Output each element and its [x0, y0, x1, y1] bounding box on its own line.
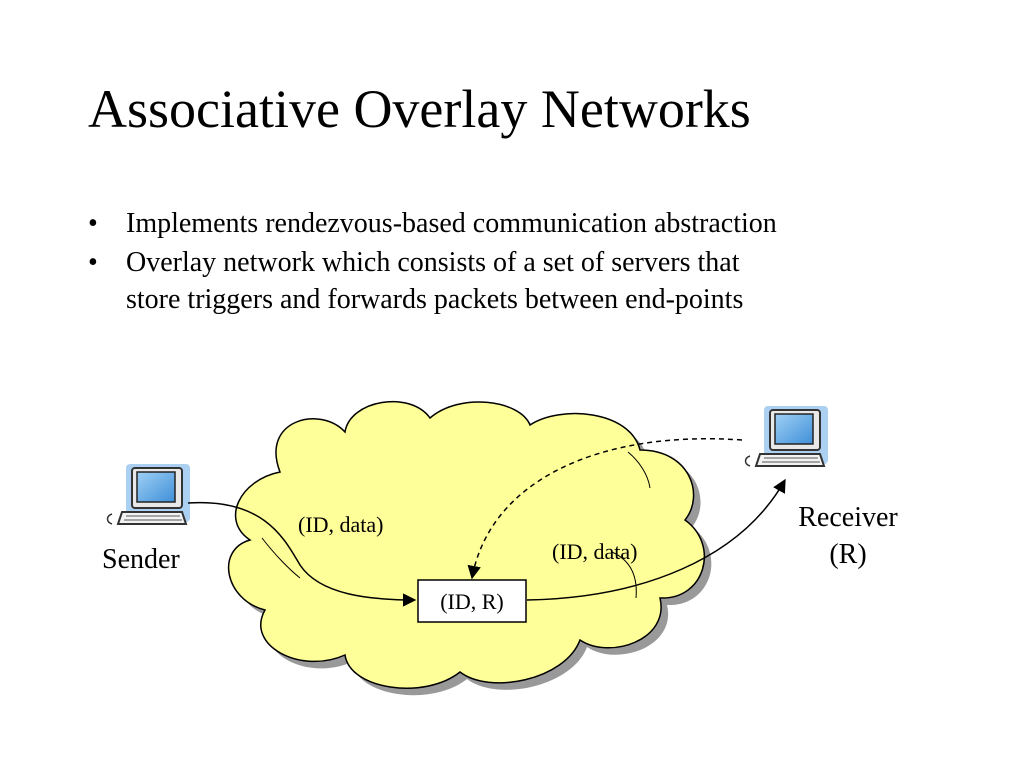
cloud-lobe-line [627, 451, 651, 489]
packet-label-leader [611, 551, 637, 599]
dashed-arrow-receiver-to-trigger [467, 438, 743, 580]
bullet-text-line: Overlay network which consists of a set … [126, 247, 740, 279]
overlay-cloud [227, 400, 706, 689]
computer-icon [744, 406, 828, 467]
trigger-label: (ID, R) [440, 589, 504, 614]
bullet-text-line: store triggers and forwards packets betw… [126, 283, 744, 315]
bullet-marker: • [88, 208, 98, 239]
arrow-trigger-to-receiver [526, 478, 786, 601]
packet-label-left: (ID, data) [298, 512, 384, 537]
bullet-item: • Overlay network which consists of a se… [88, 245, 988, 318]
receiver-label: Receiver [798, 502, 898, 533]
trigger-box [417, 579, 527, 623]
bullet-text: Implements rendezvous-based communicatio… [126, 208, 777, 239]
bullet-item: • Implements rendezvous-based communicat… [88, 206, 988, 242]
receiver-label-id: (R) [829, 539, 866, 570]
arrow-sender-to-trigger [187, 501, 417, 607]
cloud-lobe-line [261, 537, 301, 579]
slide-title: Associative Overlay Networks [88, 79, 751, 139]
sender-label: Sender [102, 544, 180, 575]
computer-icon [106, 464, 190, 525]
bullet-list: • Implements rendezvous-based communicat… [88, 206, 988, 321]
packet-label-right: (ID, data) [552, 539, 638, 564]
bullet-marker: • [88, 247, 98, 279]
